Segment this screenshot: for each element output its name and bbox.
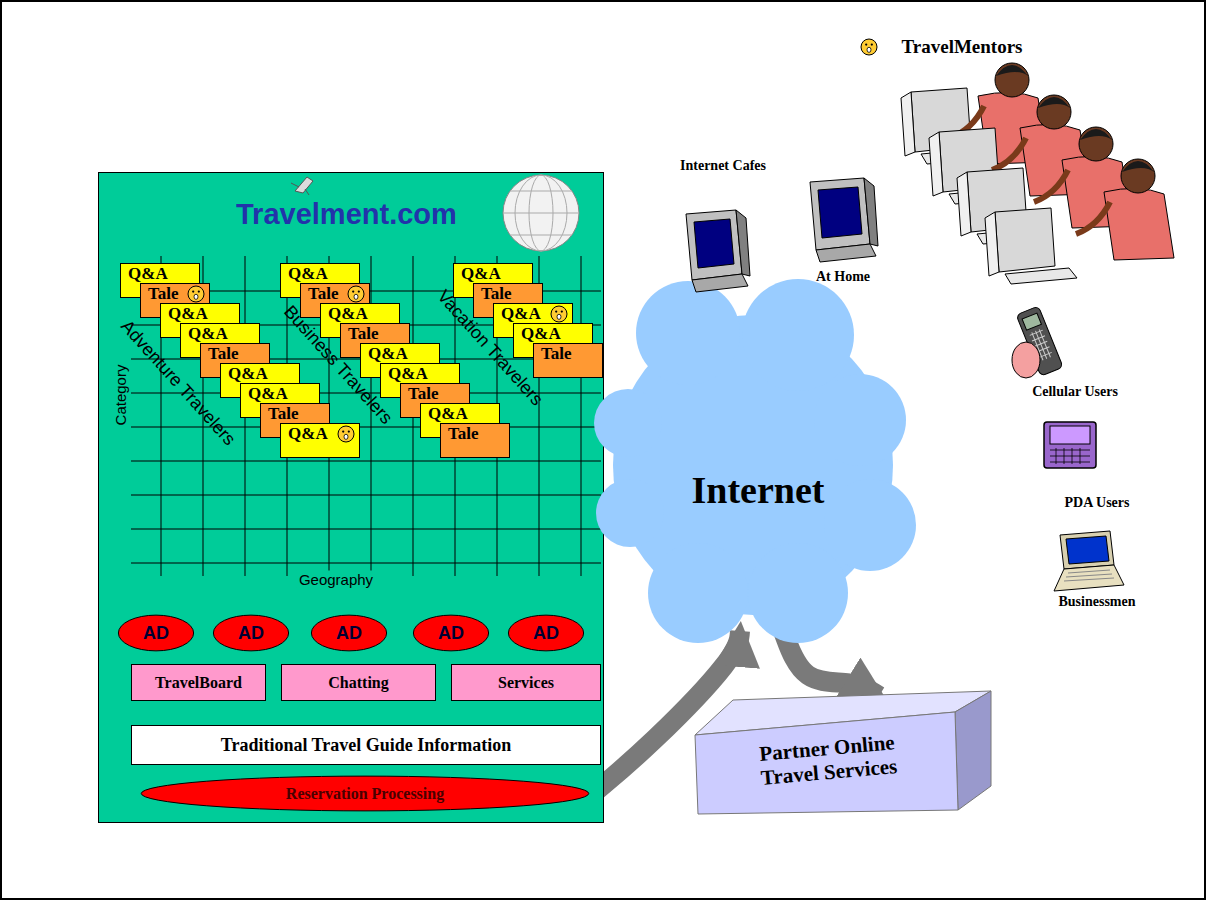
website-panel: Travelment.comQ&ATaleQ&AQ&ATaleQ&AQ&ATal… bbox=[98, 172, 604, 823]
diagram-box: Traditional Travel Guide Information bbox=[131, 725, 601, 765]
node-text: Q&A bbox=[248, 384, 288, 404]
node-text: AD bbox=[336, 623, 362, 644]
node-text: Q&A bbox=[128, 264, 168, 284]
node-text: Traditional Travel Guide Information bbox=[221, 735, 512, 756]
computer-icon bbox=[810, 178, 878, 262]
smiley-icon bbox=[338, 426, 354, 442]
mentor-figure bbox=[957, 127, 1132, 244]
node-text: Tale bbox=[481, 284, 512, 304]
diagram-box: Chatting bbox=[281, 664, 436, 701]
diagram-box: AD bbox=[213, 614, 289, 652]
diagram-box: AD bbox=[508, 614, 584, 652]
globe-icon bbox=[503, 175, 579, 251]
node-text: AD bbox=[438, 623, 464, 644]
node-text: Internet bbox=[692, 468, 825, 512]
node-text: Q&A bbox=[428, 404, 468, 424]
cloud-shape bbox=[598, 275, 908, 645]
diagram-box: AD bbox=[413, 614, 489, 652]
smiley-icon bbox=[348, 286, 364, 302]
node-text: Chatting bbox=[328, 674, 388, 692]
caption-label: Cellular Users bbox=[1032, 384, 1118, 400]
node-text: Tale bbox=[308, 284, 339, 304]
node-text: Q&A bbox=[521, 324, 561, 344]
smiley-icon bbox=[187, 285, 205, 303]
node-text: Tale bbox=[541, 344, 572, 364]
node-text: Travelment.com bbox=[236, 198, 457, 231]
mentor-figure bbox=[929, 95, 1090, 204]
internet-cloud: Internet bbox=[598, 275, 908, 645]
computer-icon bbox=[686, 210, 750, 292]
mentor-figure bbox=[985, 159, 1174, 284]
caption-label: At Home bbox=[816, 269, 870, 285]
diagram-box: AD bbox=[311, 614, 387, 652]
mentor-figure bbox=[901, 63, 1048, 164]
axis-label: Category bbox=[112, 363, 129, 428]
node-text: AD bbox=[533, 623, 559, 644]
caption-label: Businessmen bbox=[1058, 594, 1135, 610]
node-text: Q&A bbox=[168, 304, 208, 324]
diagram-box: Partner Online Travel Services bbox=[693, 690, 995, 816]
diagram-box: Tale bbox=[440, 423, 510, 458]
diagram-box: AD bbox=[118, 614, 194, 652]
smiley-icon bbox=[337, 425, 355, 443]
smiley-icon bbox=[188, 286, 204, 302]
caption-label: PDA Users bbox=[1065, 495, 1130, 511]
node-text: TravelBoard bbox=[155, 674, 242, 692]
smiley-icon bbox=[550, 305, 568, 323]
node-text: Q&A bbox=[328, 304, 368, 324]
diagram-box: Services bbox=[451, 664, 601, 701]
node-text: AD bbox=[238, 623, 264, 644]
node-text: Tale bbox=[208, 344, 239, 364]
plane-icon bbox=[291, 177, 313, 195]
node-text: Q&A bbox=[288, 424, 328, 444]
node-text: Q&A bbox=[388, 364, 428, 384]
node-text: Q&A bbox=[188, 324, 228, 344]
diagram-box: Tale bbox=[533, 343, 603, 378]
node-text: Q&A bbox=[461, 264, 501, 284]
smiley-icon bbox=[551, 306, 567, 322]
axis-label: Geography bbox=[297, 571, 375, 588]
node-text: AD bbox=[143, 623, 169, 644]
node-text: Tale bbox=[268, 404, 299, 424]
diagram-box: Q&A bbox=[280, 423, 360, 458]
node-text: Tale bbox=[448, 424, 479, 444]
node-text: Tale bbox=[408, 384, 439, 404]
caption-label: Internet Cafes bbox=[680, 158, 766, 174]
node-text: Tale bbox=[348, 324, 379, 344]
node-text: Services bbox=[498, 674, 554, 692]
node-text: Q&A bbox=[228, 364, 268, 384]
laptop-icon bbox=[1054, 531, 1124, 591]
node-text: Q&A bbox=[501, 304, 541, 324]
node-text: Reservation Processing bbox=[286, 785, 444, 803]
node-text: Q&A bbox=[368, 344, 408, 364]
smiley-icon bbox=[347, 285, 365, 303]
travel-mentors-illustration bbox=[901, 63, 1174, 284]
node-text: Tale bbox=[148, 284, 179, 304]
pda-icon bbox=[1044, 422, 1096, 468]
diagram-box: Reservation Processing bbox=[139, 775, 591, 812]
smiley-icon bbox=[861, 39, 877, 55]
caption-label: TravelMentors bbox=[902, 36, 1023, 58]
cellphone-icon bbox=[1012, 306, 1063, 378]
node-text: Q&A bbox=[288, 264, 328, 284]
diagram-box: TravelBoard bbox=[131, 664, 266, 701]
